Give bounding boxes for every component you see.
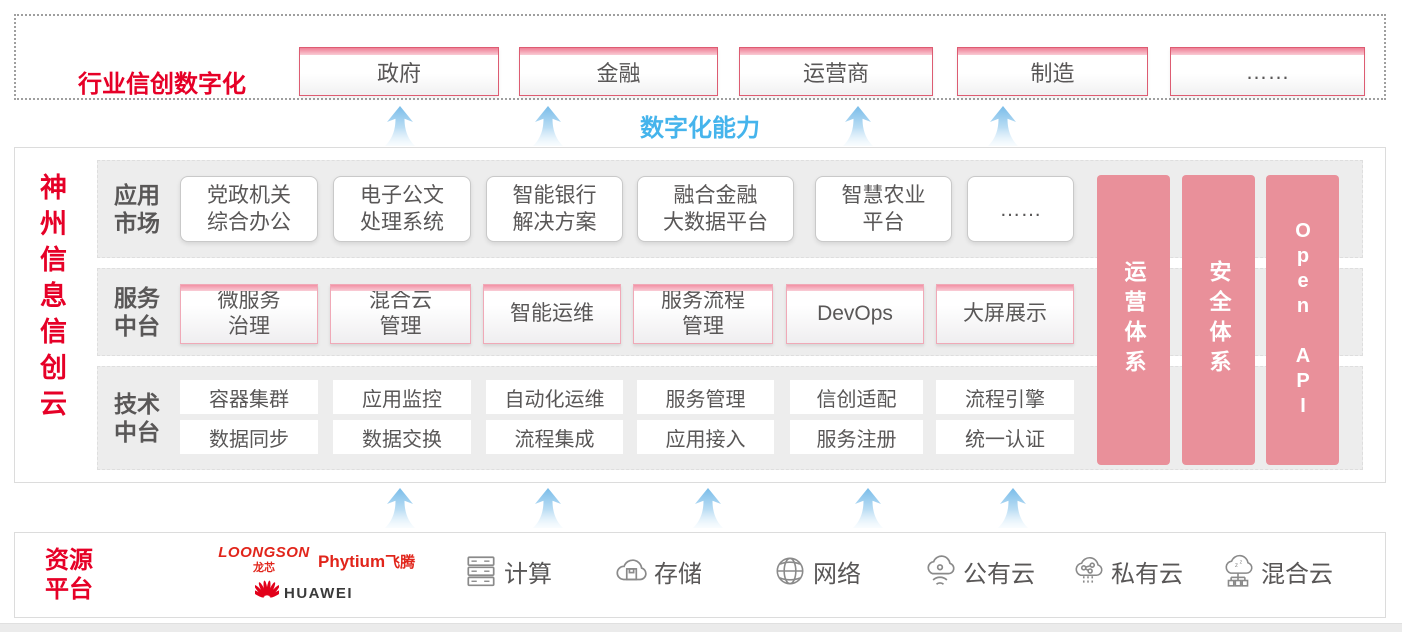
phytium-cn-label: 飞腾 <box>385 554 416 571</box>
tech-box-xinchuang-adapt: 信创适配 <box>790 380 923 414</box>
resource-item-hybrid-cloud: z z 混合云 <box>1220 553 1333 589</box>
svg-text:z: z <box>1240 560 1243 566</box>
resource-platform-label: 资源 平台 <box>45 547 93 603</box>
resource-item-storage: 存储 <box>613 553 702 589</box>
up-arrow-icon <box>380 106 420 146</box>
bottom-divider <box>0 623 1402 632</box>
industry-box-finance: 金融 <box>519 47 718 96</box>
up-arrow-icon <box>688 488 728 528</box>
tech-box-app-monitoring: 应用监控 <box>333 380 471 414</box>
up-arrow-icon <box>528 488 568 528</box>
huawei-wordmark: HUAWEI <box>284 584 353 602</box>
industry-box-more: …… <box>1170 47 1365 96</box>
industry-box-manufacturing: 制造 <box>957 47 1148 96</box>
network-globe-icon <box>772 553 808 589</box>
public-cloud-icon <box>922 553 958 589</box>
service-middle-label: 服务 中台 <box>114 285 160 339</box>
pillar-open-api: Open API <box>1266 175 1339 465</box>
resource-platform-box <box>14 532 1386 618</box>
up-arrow-icon <box>528 106 568 146</box>
pillar-operations-system: 运营体系 <box>1097 175 1170 465</box>
resource-item-public-cloud: 公有云 <box>922 553 1035 589</box>
resource-item-label: 公有云 <box>963 560 1035 588</box>
app-box-smart-agriculture: 智慧农业 平台 <box>815 176 952 242</box>
industry-band: 行业信创数字化 政府 金融 运营商 制造 …… <box>14 14 1386 100</box>
svc-box-microservice: 微服务 治理 <box>180 284 318 344</box>
pillar-security-system: 安全体系 <box>1182 175 1255 465</box>
tech-box-process-integration: 流程集成 <box>486 420 623 454</box>
tech-box-service-registry: 服务注册 <box>790 420 923 454</box>
tech-box-unified-auth: 统一认证 <box>936 420 1074 454</box>
app-box-finance-bigdata: 融合金融 大数据平台 <box>637 176 794 242</box>
tech-box-data-exchange: 数据交换 <box>333 420 471 454</box>
app-box-more: …… <box>967 176 1074 242</box>
svg-text:z: z <box>1235 562 1238 569</box>
resource-item-label: 存储 <box>654 560 702 588</box>
resource-item-label: 混合云 <box>1261 560 1333 588</box>
resource-item-label: 私有云 <box>1111 560 1183 588</box>
app-box-gov-office: 党政机关 综合办公 <box>180 176 318 242</box>
tech-box-process-engine: 流程引擎 <box>936 380 1074 414</box>
svc-box-smart-ops: 智能运维 <box>483 284 621 344</box>
up-arrow-icon <box>983 106 1023 146</box>
resource-item-private-cloud: 私有云 <box>1070 553 1183 589</box>
svc-box-hybrid-cloud-mgmt: 混合云 管理 <box>330 284 471 344</box>
platform-title-vertical: 神州信息信创云 <box>36 173 66 425</box>
up-arrow-icon <box>848 488 888 528</box>
industry-box-telecom: 运营商 <box>739 47 933 96</box>
storage-cloud-icon <box>613 553 649 589</box>
industry-band-title: 行业信创数字化 <box>78 71 246 98</box>
resource-item-compute: 计算 <box>463 553 552 589</box>
app-market-label: 应用 市场 <box>114 182 160 236</box>
app-box-edoc-system: 电子公文 处理系统 <box>333 176 471 242</box>
huawei-flower-icon <box>250 580 284 606</box>
resource-item-network: 网络 <box>772 553 861 589</box>
hybrid-cloud-icon: z z <box>1220 553 1256 589</box>
tech-box-container-cluster: 容器集群 <box>180 380 318 414</box>
loongson-cn-label: 龙芯 <box>253 562 275 574</box>
svc-box-devops: DevOps <box>786 284 924 344</box>
tech-box-data-sync: 数据同步 <box>180 420 318 454</box>
tech-middle-label: 技术 中台 <box>114 391 160 445</box>
phytium-wordmark: Phytium <box>318 552 386 571</box>
compute-server-icon <box>463 553 499 589</box>
loongson-wordmark: LOONGSON <box>218 544 310 561</box>
tech-box-service-mgmt: 服务管理 <box>637 380 774 414</box>
private-cloud-icon <box>1070 553 1106 589</box>
up-arrow-icon <box>993 488 1033 528</box>
svc-box-service-flow: 服务流程 管理 <box>633 284 773 344</box>
app-box-smart-banking: 智能银行 解决方案 <box>486 176 623 242</box>
capability-label: 数字化能力 <box>640 115 760 142</box>
up-arrow-icon <box>380 488 420 528</box>
resource-item-label: 计算 <box>504 560 552 588</box>
loongson-logo: LOONGSON 龙芯 <box>214 544 314 575</box>
tech-box-app-access: 应用接入 <box>637 420 774 454</box>
svc-box-big-screen: 大屏展示 <box>936 284 1074 344</box>
huawei-logo: HUAWEI <box>250 580 353 606</box>
industry-box-government: 政府 <box>299 47 499 96</box>
tech-box-auto-ops: 自动化运维 <box>486 380 623 414</box>
phytium-logo: Phytium飞腾 <box>318 551 415 572</box>
up-arrow-icon <box>838 106 878 146</box>
resource-item-label: 网络 <box>813 560 861 588</box>
